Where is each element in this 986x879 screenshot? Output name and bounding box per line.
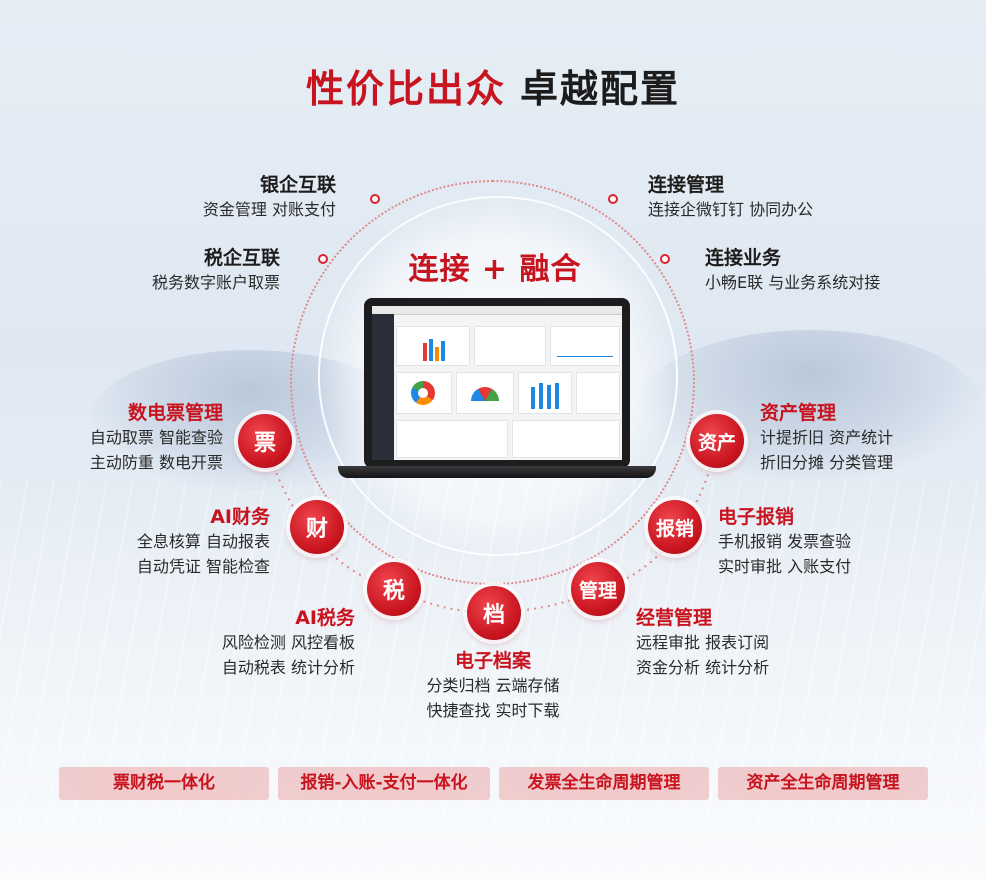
laptop-screen [372, 306, 622, 460]
module-line: 风险检测 风控看板 [221, 633, 355, 652]
module-tax: AI税务 风险检测 风控看板 自动税表 统计分析 [185, 606, 355, 680]
module-heading: 电子报销 [718, 506, 795, 528]
module-line: 快捷查找 实时下载 [426, 701, 560, 720]
page-title: 性价比出众卓越配置 [0, 58, 986, 113]
module-heading: 电子档案 [454, 650, 531, 672]
title-part-1: 性价比出众 [305, 67, 506, 111]
feature-heading: 银企互联 [259, 174, 336, 196]
dashboard-panel [396, 420, 508, 458]
center-label: 连接 + 融合 [408, 252, 582, 287]
module-line: 自动税表 统计分析 [221, 658, 355, 677]
feature-heading: 连接管理 [648, 174, 725, 196]
dashboard-panel [474, 326, 546, 366]
module-reimbursement: 电子报销 手机报销 发票查验 实时审批 入账支付 [718, 505, 888, 579]
module-line: 分类归档 云端存储 [426, 676, 560, 695]
laptop-mockup [338, 298, 656, 480]
module-line: 折旧分摊 分类管理 [760, 453, 894, 472]
module-finance: AI财务 全息核算 自动报表 自动凭证 智能检查 [100, 505, 270, 579]
module-operations: 经营管理 远程审批 报表订阅 资金分析 统计分析 [636, 606, 806, 680]
module-line: 实时审批 入账支付 [718, 557, 852, 576]
laptop-base [338, 466, 656, 478]
orbit-dot [370, 194, 380, 204]
module-badge-reimbursement[interactable]: 报销 [648, 500, 702, 554]
feature-bank-link: 银企互联 资金管理 对账支付 [150, 173, 336, 222]
module-line: 主动防重 数电开票 [89, 453, 223, 472]
module-badge-archive[interactable]: 档 [467, 586, 521, 640]
dashboard-panel [512, 420, 620, 458]
module-line: 全息核算 自动报表 [136, 532, 270, 551]
tag-invoice-lifecycle: 发票全生命周期管理 [499, 767, 709, 800]
module-line: 计提折旧 资产统计 [760, 428, 894, 447]
feature-heading: 连接业务 [705, 247, 782, 269]
module-line: 资金分析 统计分析 [636, 658, 770, 677]
feature-connect-business: 连接业务 小畅E联 与业务系统对接 [705, 246, 915, 295]
orbit-dot [608, 194, 618, 204]
module-badge-tax[interactable]: 税 [367, 562, 421, 616]
module-heading: 经营管理 [636, 607, 713, 629]
dashboard-panel [396, 372, 452, 414]
module-line: 自动凭证 智能检查 [136, 557, 270, 576]
dashboard-panel [550, 326, 620, 366]
dotted-orbit-ring [290, 180, 695, 585]
screen-dashboard [396, 316, 620, 458]
module-line: 手机报销 发票查验 [718, 532, 852, 551]
feature-connect-management: 连接管理 连接企微钉钉 协同办公 [648, 173, 848, 222]
module-heading: 资产管理 [760, 402, 837, 424]
module-assets: 资产管理 计提折旧 资产统计 折旧分摊 分类管理 [760, 401, 930, 475]
screen-topbar [372, 306, 622, 315]
module-badge-finance[interactable]: 财 [290, 500, 344, 554]
dashboard-panel [576, 372, 620, 414]
feature-tax-link: 税企互联 税务数字账户取票 [110, 246, 280, 295]
module-heading: AI财务 [210, 506, 270, 528]
module-line: 自动取票 智能查验 [89, 428, 223, 447]
dashboard-panel [396, 326, 470, 366]
module-heading: AI税务 [295, 607, 355, 629]
orbit-dot [660, 254, 670, 264]
tag-invoice-finance-tax: 票财税一体化 [59, 767, 269, 800]
module-archive: 电子档案 分类归档 云端存储 快捷查找 实时下载 [408, 649, 578, 723]
feature-heading: 税企互联 [203, 247, 280, 269]
module-heading: 数电票管理 [127, 402, 223, 424]
module-line: 远程审批 报表订阅 [636, 633, 770, 652]
orbit-dot [318, 254, 328, 264]
feature-desc: 资金管理 对账支付 [202, 200, 336, 219]
module-invoice: 数电票管理 自动取票 智能查验 主动防重 数电开票 [60, 401, 223, 475]
module-badge-assets[interactable]: 资产 [690, 414, 744, 468]
title-part-2: 卓越配置 [520, 67, 681, 111]
module-badge-invoice[interactable]: 票 [238, 414, 292, 468]
feature-desc: 税务数字账户取票 [151, 273, 280, 292]
feature-desc: 连接企微钉钉 协同办公 [648, 200, 814, 219]
tag-reimburse-post-pay: 报销-入账-支付一体化 [278, 767, 490, 800]
screen-sidebar [372, 314, 394, 460]
feature-desc: 小畅E联 与业务系统对接 [705, 273, 881, 292]
dashboard-panel [456, 372, 514, 414]
dashboard-panel [518, 372, 572, 414]
tag-asset-lifecycle: 资产全生命周期管理 [718, 767, 928, 800]
module-badge-operations[interactable]: 管理 [571, 562, 625, 616]
